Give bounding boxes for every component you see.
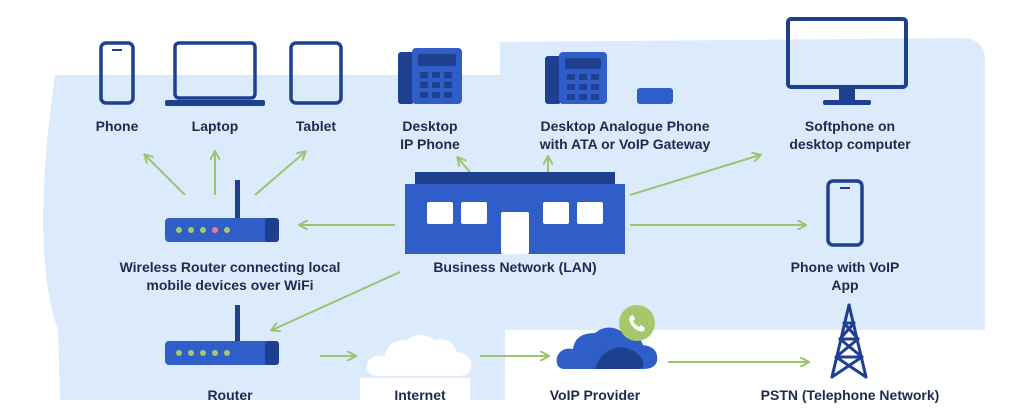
router-icon — [165, 305, 283, 369]
tablet-icon — [288, 40, 344, 106]
desk-phone-icon — [398, 48, 462, 106]
arrow-to-router — [272, 271, 401, 330]
ata-label-line2: with ATA or VoIP Gateway — [539, 136, 711, 152]
internet-label: Internet — [394, 387, 446, 403]
cloud-icon — [365, 330, 475, 380]
desk-phone-label: Desktop IP Phone — [380, 117, 480, 153]
desk-phone-label-line1: Desktop — [402, 118, 458, 134]
softphone-label: Softphone on desktop computer — [770, 117, 930, 153]
softphone-label-line1: Softphone on — [804, 118, 896, 134]
phone-label: Phone — [95, 118, 139, 134]
smartphone-icon — [825, 178, 865, 248]
arrow-to-phone — [145, 155, 186, 196]
voip-provider-label: VoIP Provider — [549, 387, 641, 403]
monitor-icon — [785, 16, 909, 108]
tablet-label: Tablet — [295, 118, 337, 134]
voip-app-label: Phone with VoIP App — [770, 258, 920, 294]
wireless-router-label-line1: Wireless Router connecting local — [119, 259, 341, 275]
ata-gateway-icon — [545, 52, 675, 106]
wireless-router-icon — [165, 180, 283, 246]
transmission-tower-icon — [824, 303, 874, 379]
voip-app-label-line1: Phone with VoIP — [790, 259, 900, 275]
office-building-icon — [405, 172, 625, 254]
ata-label: Desktop Analogue Phone with ATA or VoIP … — [505, 117, 745, 153]
arrow-to-desk-phone — [458, 158, 471, 173]
laptop-label: Laptop — [191, 118, 239, 134]
desk-phone-label-line2: IP Phone — [400, 136, 460, 152]
wireless-router-label: Wireless Router connecting local mobile … — [92, 258, 368, 294]
cloud-phone-icon — [555, 303, 665, 373]
arrow-to-tablet — [254, 152, 305, 196]
voip-app-label-line2: App — [831, 277, 859, 293]
laptop-icon — [163, 40, 267, 108]
arrow-to-softphone — [629, 155, 760, 196]
softphone-label-line2: desktop computer — [789, 136, 911, 152]
pstn-label: PSTN (Telephone Network) — [760, 387, 940, 403]
business-network-label: Business Network (LAN) — [433, 259, 597, 275]
router-label: Router — [207, 387, 253, 403]
phone-icon — [98, 40, 136, 106]
wireless-router-label-line2: mobile devices over WiFi — [146, 277, 314, 293]
ata-label-line1: Desktop Analogue Phone — [540, 118, 710, 134]
